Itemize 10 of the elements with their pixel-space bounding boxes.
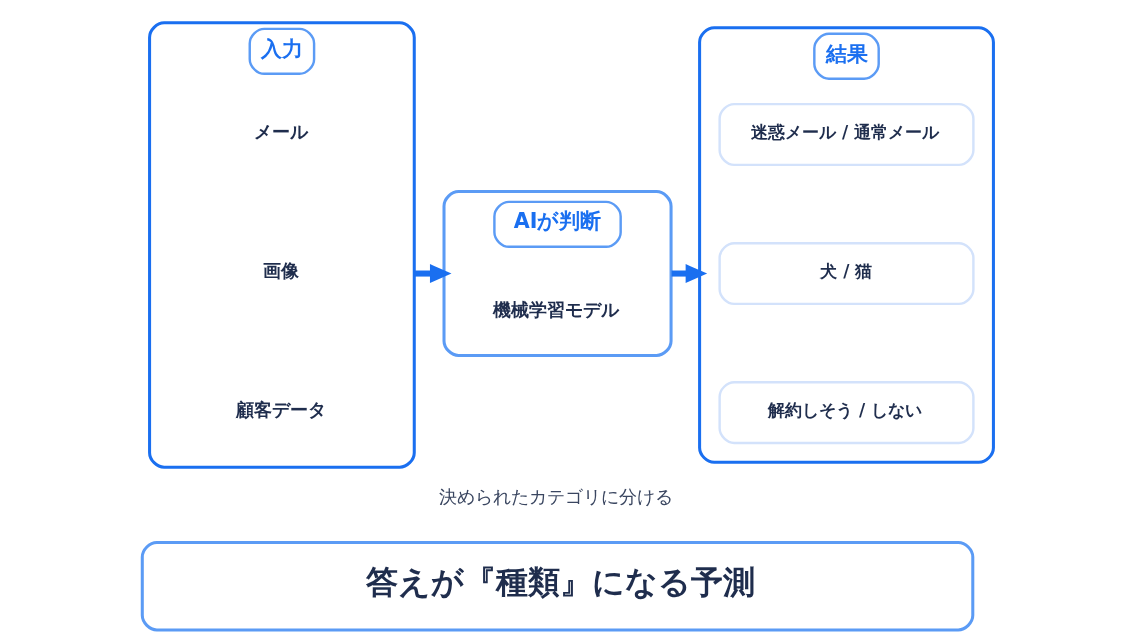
label: 決められたカテゴリに分ける — [438, 486, 673, 508]
node-box: 犬 / 猫 — [718, 241, 975, 306]
node-text: メール — [253, 120, 308, 142]
arrow — [414, 264, 452, 283]
node-text: 顧客データ — [235, 398, 326, 420]
node-box: 解約しそう / しない — [718, 381, 975, 445]
node-box: 迷惑メール / 通常メール — [718, 102, 975, 167]
node-box: AIが判断 機械学習モデル — [442, 190, 673, 357]
node-text: 画像 — [263, 259, 300, 281]
node-box: 答えが『種類』になる予測 — [140, 540, 975, 632]
